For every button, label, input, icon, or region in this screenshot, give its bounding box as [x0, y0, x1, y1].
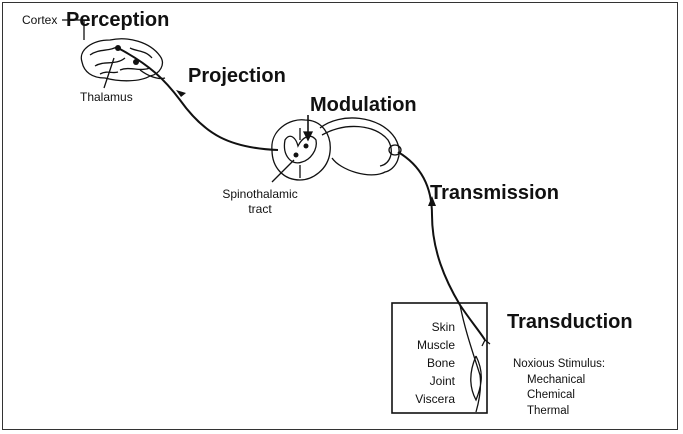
tissue-item: Joint: [429, 374, 455, 388]
stage-transduction: Transduction: [507, 311, 633, 333]
tissue-item: Viscera: [415, 392, 455, 406]
diagram-frame: [2, 2, 678, 430]
brain-icon: [80, 38, 166, 82]
tissue-item: Skin: [431, 320, 455, 334]
stimulus-type: Mechanical: [527, 373, 586, 386]
tissue-list: Skin Muscle Bone Joint Viscera: [395, 318, 455, 408]
tissue-box: [391, 302, 488, 414]
projection-pathway: [117, 47, 279, 151]
thalamus-pointer: [103, 57, 115, 89]
transmission-pathway: [397, 151, 486, 341]
stage-modulation: Modulation: [310, 94, 417, 116]
stimulus-heading: Noxious Stimulus:: [513, 358, 606, 370]
projection-arrowhead: [176, 90, 186, 97]
transmission-arrowhead: [428, 196, 436, 206]
spinal-cord-icon: [271, 117, 402, 181]
stage-perception: Perception: [66, 9, 170, 31]
stimulus-block: Noxious Stimulus: Mechanical Chemical Th…: [513, 357, 605, 419]
stimulus-type: Thermal: [527, 404, 570, 417]
label-spinothalamic: Spinothalamic: [222, 187, 298, 201]
stage-projection: Projection: [188, 65, 286, 87]
tissue-item: Bone: [426, 356, 455, 370]
label-cortex: Cortex: [22, 13, 58, 27]
label-thalamus: Thalamus: [80, 90, 133, 104]
label-tract: tract: [248, 202, 272, 216]
stimulus-type: Chemical: [527, 389, 575, 401]
stage-transmission: Transmission: [430, 182, 559, 204]
tissue-item: Muscle: [416, 338, 455, 352]
